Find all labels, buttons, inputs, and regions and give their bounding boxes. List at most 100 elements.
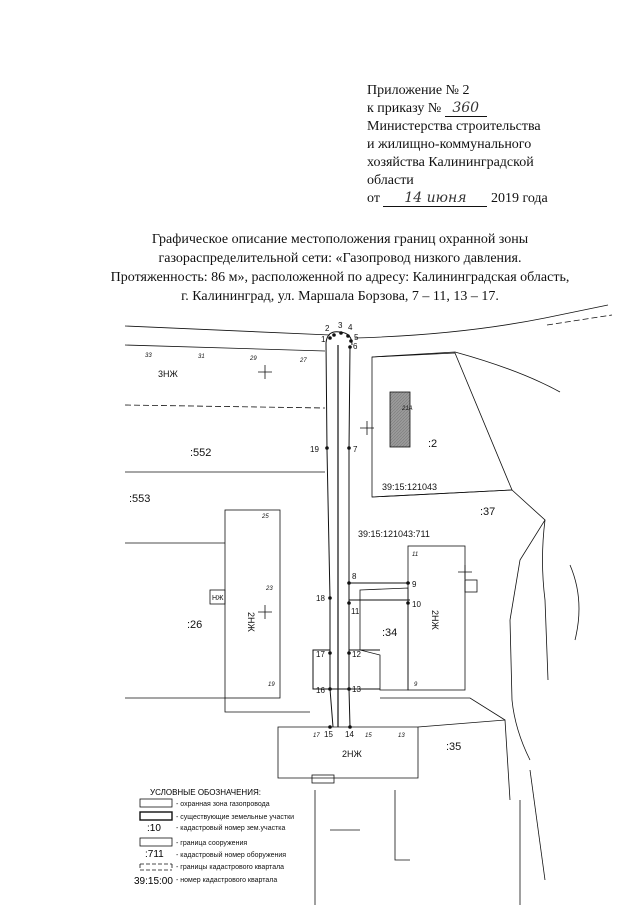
point-5 <box>349 339 353 343</box>
parcel-bottom-line <box>380 697 506 721</box>
legend-item-1: - охранная зона газопровода <box>176 801 270 808</box>
house-number-19: 19 <box>268 682 275 688</box>
legend-item-2: - существующие земельные участки <box>176 814 294 821</box>
road-left-lower <box>124 344 326 352</box>
point-12 <box>347 651 351 655</box>
appendix-order-prefix: к приказу № <box>367 101 442 116</box>
point-8 <box>347 581 351 585</box>
appendix-line1: Приложение № 2 <box>367 83 470 98</box>
house-number-29: 29 <box>249 356 257 362</box>
point-14 <box>348 725 352 729</box>
structure-label: 39:15:121043:711 <box>358 529 430 539</box>
grid-cross-1 <box>258 365 272 379</box>
date-handwritten: 14 июня <box>383 191 488 207</box>
parcel-label-552: :552 <box>190 447 211 459</box>
appendix-line5: хозяйства Калининградской <box>367 155 534 170</box>
point-label-14: 14 <box>345 730 354 739</box>
building-label-top-left: 3НЖ <box>158 369 179 379</box>
point-13 <box>347 687 351 691</box>
house-number-27: 27 <box>299 358 307 364</box>
building-left <box>224 509 281 699</box>
point-label-3: 3 <box>338 321 343 330</box>
point-label-1: 1 <box>321 335 326 344</box>
parcel-label-37: :37 <box>480 506 495 518</box>
legend-swatch-quarter <box>139 863 173 871</box>
building-label-bottom: 2НЖ <box>342 749 363 759</box>
point-19 <box>325 446 329 450</box>
point-label-4: 4 <box>348 323 353 332</box>
legend-swatch-zone <box>139 798 173 808</box>
legend-item-3: - кадастровый номер зем.участка <box>176 824 286 832</box>
point-label-10: 10 <box>412 600 421 609</box>
appendix-order-line: к приказу № 360 <box>367 100 617 118</box>
point-10 <box>406 601 410 605</box>
legend-swatch-parcel <box>139 811 173 821</box>
point-15 <box>328 725 332 729</box>
building-left-annex <box>209 589 226 605</box>
point-label-16: 16 <box>316 686 325 695</box>
legend-swatch-structure <box>139 837 173 847</box>
house-number-33: 33 <box>145 353 152 359</box>
point-label-9: 9 <box>412 580 417 589</box>
point-label-2: 2 <box>325 324 330 333</box>
building-bottom-annex <box>311 774 335 784</box>
title-line2: газораспределительной сети: «Газопровод … <box>158 251 522 266</box>
point-2 <box>332 333 336 337</box>
house-number-21a: 21А <box>401 406 413 412</box>
point-label-17: 17 <box>316 650 325 659</box>
point-label-13: 13 <box>352 685 361 694</box>
appendix-line3: Министерства строительства <box>367 119 541 134</box>
legend: УСЛОВНЫЕ ОБОЗНАЧЕНИЯ: :10 :711 39:15:00 … <box>134 788 294 887</box>
house-number-11: 11 <box>412 552 418 558</box>
title-line4: г. Калининград, ул. Маршала Борзова, 7 –… <box>181 289 499 304</box>
date-suffix: 2019 года <box>490 191 548 206</box>
document-title: Графическое описание местоположения гран… <box>70 230 610 306</box>
building-label-left: 2НЖ <box>246 612 256 633</box>
point-label-7: 7 <box>353 445 358 454</box>
point-3 <box>339 331 343 335</box>
point-16 <box>328 687 332 691</box>
vertex-points <box>325 331 410 729</box>
legend-heading: УСЛОВНЫЕ ОБОЗНАЧЕНИЯ: <box>150 788 261 797</box>
building-bottom <box>277 726 419 779</box>
point-11 <box>347 601 351 605</box>
point-18 <box>328 596 332 600</box>
legend-item-6: - границы кадастрового квартала <box>176 864 284 871</box>
point-label-8: 8 <box>352 572 357 581</box>
legend-sample-parcel: :10 <box>147 823 161 834</box>
lower-line-3 <box>529 769 546 881</box>
house-number-13: 13 <box>398 733 405 739</box>
house-number-15: 15 <box>365 733 372 739</box>
point-1 <box>328 336 332 340</box>
point-7 <box>347 446 351 450</box>
road-right-edge-lower <box>371 351 561 393</box>
legend-item-7: - номер кадастрового квартала <box>176 877 277 884</box>
point-4 <box>346 334 350 338</box>
quarter-boundary <box>124 404 326 409</box>
roundabout <box>569 564 580 641</box>
point-6 <box>348 345 352 349</box>
parcel-26-bottom <box>125 697 310 713</box>
parcel-label-553: :553 <box>129 493 150 505</box>
point-label-6: 6 <box>353 342 358 351</box>
point-17 <box>328 651 332 655</box>
lower-line-2 <box>394 790 410 861</box>
point-label-19: 19 <box>310 445 319 454</box>
building-21a <box>389 391 411 448</box>
building-label-right: 2НЖ <box>430 610 440 631</box>
order-number: 360 <box>444 101 487 117</box>
grid-cross-3 <box>458 565 472 579</box>
point-label-12: 12 <box>352 650 361 659</box>
legend-sample-quarter: 39:15:00 <box>134 876 173 887</box>
parcel-34-outline <box>359 587 409 691</box>
parcel-label-26: :26 <box>187 619 202 631</box>
grid-cross-4 <box>360 421 374 435</box>
house-number-17: 17 <box>313 733 320 739</box>
road-top-edge <box>124 325 331 336</box>
parcel-label-35: :35 <box>446 741 461 753</box>
road-right-edge <box>354 304 609 339</box>
appendix-date-line: от 14 июня 2019 года <box>367 190 617 208</box>
legend-item-5: - кадастровый номер оборужения <box>176 851 286 859</box>
appendix-line6: области <box>367 173 414 188</box>
